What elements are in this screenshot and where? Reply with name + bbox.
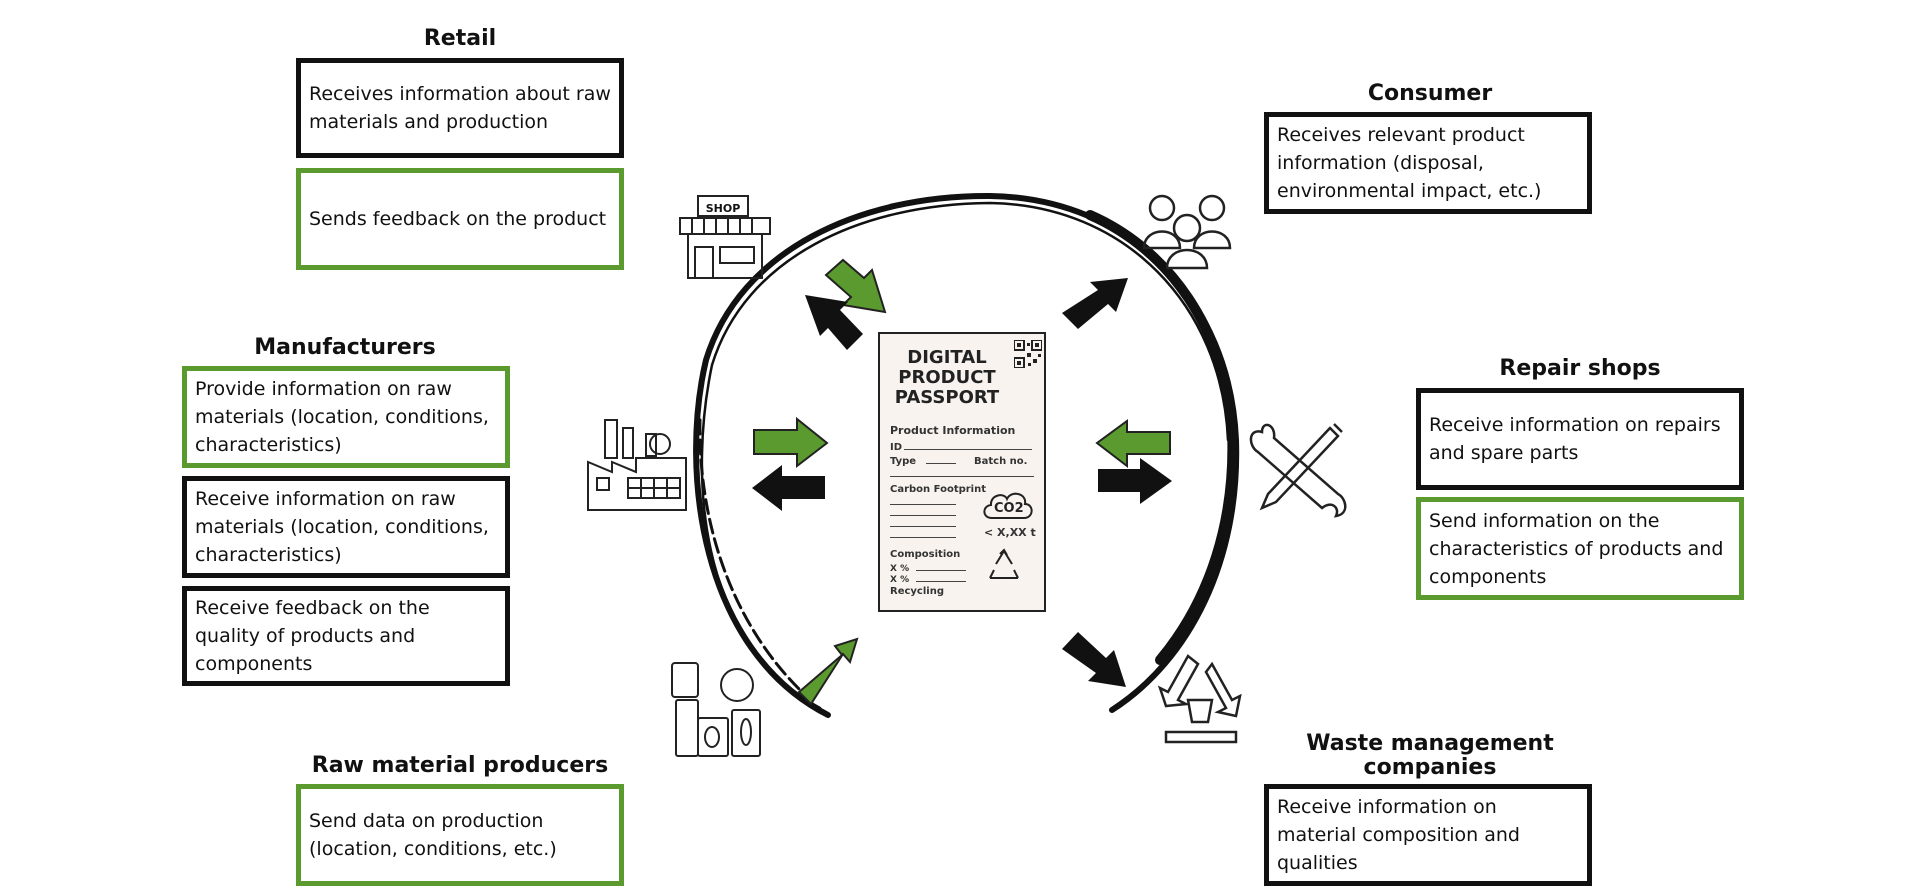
repair-shops-send-box: Send information on the characteristics … [1416, 497, 1744, 600]
passport-batch-label: Batch no. [974, 456, 1028, 467]
qr-code-icon [1014, 340, 1042, 368]
raw-material-producers-box: Send data on production (location, condi… [296, 784, 624, 886]
waste-management-box: Receive information on material composit… [1264, 784, 1592, 886]
manufacturers-receive-feedback-text: Receive feedback on the quality of produ… [195, 597, 430, 675]
manufacturers-receive-raw-box: Receive information on raw materials (lo… [182, 476, 510, 578]
black-arrow-waste [1062, 632, 1126, 687]
manufacturers-receive-feedback-box: Receive feedback on the quality of produ… [182, 586, 510, 686]
manufacturers-heading: Manufacturers [254, 335, 436, 360]
manufacturers-provide-text: Provide information on raw materials (lo… [195, 378, 489, 456]
green-arrow-raw [797, 637, 859, 706]
passport-x-percent-2: X % [890, 575, 910, 585]
passport-title: DIGITAL PRODUCT PASSPORT [880, 348, 1014, 408]
black-arrows [752, 278, 1172, 687]
consumer-heading: Consumer [1367, 81, 1493, 106]
black-arrow-repair [1098, 458, 1172, 504]
consumer-text: Receives relevant product information (d… [1277, 124, 1542, 202]
passport-line [916, 581, 966, 582]
passport-title-line-3: PASSPORT [894, 387, 1000, 408]
raw-material-producers-heading: Raw material producers [311, 753, 609, 778]
waste-management-heading: Waste management companies [1306, 731, 1554, 780]
repair-shops-receive-text: Receive information on repairs and spare… [1429, 414, 1721, 464]
waste-management-text: Receive information on material composit… [1277, 796, 1520, 874]
passport-line [916, 570, 966, 571]
passport-title-line-1: DIGITAL [907, 347, 987, 368]
repair-shops-receive-box: Receive information on repairs and spare… [1416, 388, 1744, 490]
passport-type-line [926, 463, 956, 464]
passport-recycling: Recycling [890, 586, 944, 597]
lifecycle-circle [693, 192, 1240, 718]
retail-heading: Retail [423, 26, 497, 51]
passport-product-information: Product Information [890, 424, 1016, 437]
passport-co2-label: CO2 [994, 501, 1024, 516]
raw-materials-icon [671, 662, 761, 757]
people-icon [1142, 194, 1232, 270]
green-arrow-retail [824, 258, 887, 314]
cloud-icon [983, 492, 1033, 519]
repair-shops-heading: Repair shops [1499, 356, 1661, 381]
passport-type-label: Type [890, 456, 917, 467]
passport-line [890, 504, 956, 505]
repair-shops-send-text: Send information on the characteristics … [1429, 509, 1724, 588]
passport-divider [890, 476, 1034, 477]
passport-id-line [904, 449, 1032, 450]
shop-sign: SHOP [706, 202, 741, 215]
black-arrow-consumer [1062, 278, 1128, 329]
black-arrow-manufacturers [752, 465, 825, 511]
passport-id-label: ID [890, 442, 903, 453]
shop-icon [679, 195, 771, 279]
green-arrows [753, 258, 1171, 706]
retail-sends-text: Sends feedback on the product [309, 208, 607, 230]
consumer-box: Receives relevant product information (d… [1264, 112, 1592, 214]
passport-composition: Composition [890, 549, 961, 560]
raw-material-producers-text: Send data on production (location, condi… [309, 810, 557, 860]
recycle-icon [1157, 654, 1242, 744]
manufacturers-provide-box: Provide information on raw materials (lo… [182, 366, 510, 468]
green-arrow-repair [1095, 419, 1171, 469]
tools-icon [1249, 423, 1347, 518]
black-arrow-retail [805, 295, 863, 350]
passport-line [890, 515, 956, 516]
digital-product-passport: DIGITAL PRODUCT PASSPORT Product Informa… [878, 332, 1046, 612]
manufacturers-receive-raw-text: Receive information on raw materials (lo… [195, 488, 489, 566]
passport-title-line-2: PRODUCT [898, 367, 996, 388]
passport-co2-value: < X,XX t [984, 526, 1036, 539]
passport-recycle-icon [989, 548, 1019, 579]
retail-receives-text: Receives information about raw materials… [309, 83, 611, 133]
passport-carbon-footprint: Carbon Footprint [890, 484, 987, 495]
passport-line [890, 526, 956, 527]
passport-line [890, 537, 956, 538]
retail-sends-box: Sends feedback on the product [296, 168, 624, 270]
green-arrow-manufacturers [753, 416, 829, 469]
retail-receives-box: Receives information about raw materials… [296, 58, 624, 158]
passport-x-percent-1: X % [890, 564, 910, 574]
factory-icon [587, 419, 687, 511]
